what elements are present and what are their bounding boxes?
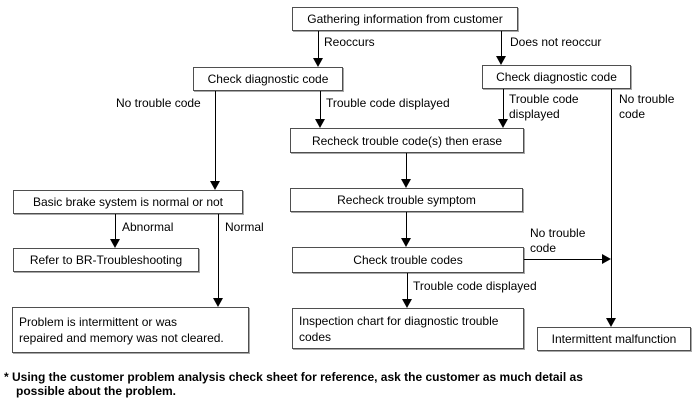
connector-gathering-to-check-left bbox=[318, 31, 319, 59]
node-check-trouble-codes: Check trouble codes bbox=[292, 247, 524, 273]
node-recheck-trouble-codes-erase: Recheck trouble code(s) then erase bbox=[290, 128, 524, 153]
arrowhead-down-icon bbox=[401, 238, 411, 247]
node-inspection-chart-line2: codes bbox=[299, 329, 332, 344]
edge-label-trouble-code-displayed-right: Trouble code displayed bbox=[509, 92, 579, 121]
edge-label-abnormal: Abnormal bbox=[122, 220, 174, 234]
edge-label-reoccurs: Reoccurs bbox=[324, 35, 375, 49]
edge-label-normal: Normal bbox=[225, 220, 264, 234]
connector-gathering-to-check-right bbox=[501, 31, 502, 57]
node-inspection-chart: Inspection chart for diagnostic trouble … bbox=[292, 308, 524, 349]
connector-check-left-to-recheck-erase bbox=[320, 91, 321, 120]
edge-label-trouble-code-displayed-left: Trouble code displayed bbox=[326, 96, 450, 110]
arrowhead-down-icon bbox=[401, 179, 411, 188]
node-check-diagnostic-code-right: Check diagnostic code bbox=[482, 65, 631, 89]
arrowhead-down-icon bbox=[402, 299, 412, 308]
arrowhead-down-icon bbox=[210, 181, 220, 190]
footnote: * Using the customer problem analysis ch… bbox=[4, 370, 583, 398]
connector-basic-brake-to-refer-br bbox=[115, 214, 116, 240]
connector-basic-brake-to-problem bbox=[218, 214, 219, 299]
node-check-diagnostic-code-left: Check diagnostic code bbox=[193, 67, 343, 91]
connector-check-right-to-intermittent bbox=[611, 89, 612, 319]
node-basic-brake-system: Basic brake system is normal or not bbox=[13, 190, 243, 214]
footnote-line2: possible about the problem. bbox=[16, 384, 177, 398]
arrowhead-down-icon bbox=[496, 56, 506, 65]
connector-check-left-to-basic-brake bbox=[215, 91, 216, 182]
connector-check-codes-to-inspection bbox=[407, 273, 408, 300]
connector-check-right-to-recheck-erase bbox=[503, 89, 504, 120]
edge-label-no-trouble-code-mid: No trouble code bbox=[530, 226, 586, 255]
edge-label-no-trouble-code-left: No trouble code bbox=[116, 96, 201, 110]
edge-label-no-trouble-code-right: No trouble code bbox=[619, 92, 675, 121]
connector-symptom-to-check-codes bbox=[406, 212, 407, 239]
node-problem-intermittent: Problem is intermittent or was repaired … bbox=[12, 307, 249, 353]
node-problem-intermittent-line2: repaired and memory was not cleared. bbox=[19, 331, 224, 345]
node-inspection-chart-line1: Inspection chart for diagnostic trouble bbox=[299, 313, 499, 328]
arrowhead-down-icon bbox=[213, 298, 223, 307]
connector-check-codes-to-intermittent bbox=[524, 259, 602, 260]
node-recheck-trouble-symptom: Recheck trouble symptom bbox=[290, 188, 523, 212]
edge-label-does-not-reoccur: Does not reoccur bbox=[510, 35, 602, 49]
edge-label-trouble-code-displayed-mid: Trouble code displayed bbox=[413, 279, 537, 293]
node-intermittent-malfunction: Intermittent malfunction bbox=[537, 327, 691, 351]
node-refer-br-troubleshooting: Refer to BR-Troubleshooting bbox=[13, 248, 199, 272]
arrowhead-down-icon bbox=[498, 119, 508, 128]
footnote-line1: * Using the customer problem analysis ch… bbox=[4, 370, 583, 384]
arrowhead-down-icon bbox=[110, 239, 120, 248]
node-gathering-information: Gathering information from customer bbox=[292, 7, 518, 31]
arrowhead-right-icon bbox=[602, 254, 611, 264]
node-problem-intermittent-line1: Problem is intermittent or was bbox=[19, 315, 178, 329]
arrowhead-down-icon bbox=[606, 318, 616, 327]
arrowhead-down-icon bbox=[315, 119, 325, 128]
connector-recheck-erase-to-symptom bbox=[406, 153, 407, 180]
arrowhead-down-icon bbox=[313, 58, 323, 67]
